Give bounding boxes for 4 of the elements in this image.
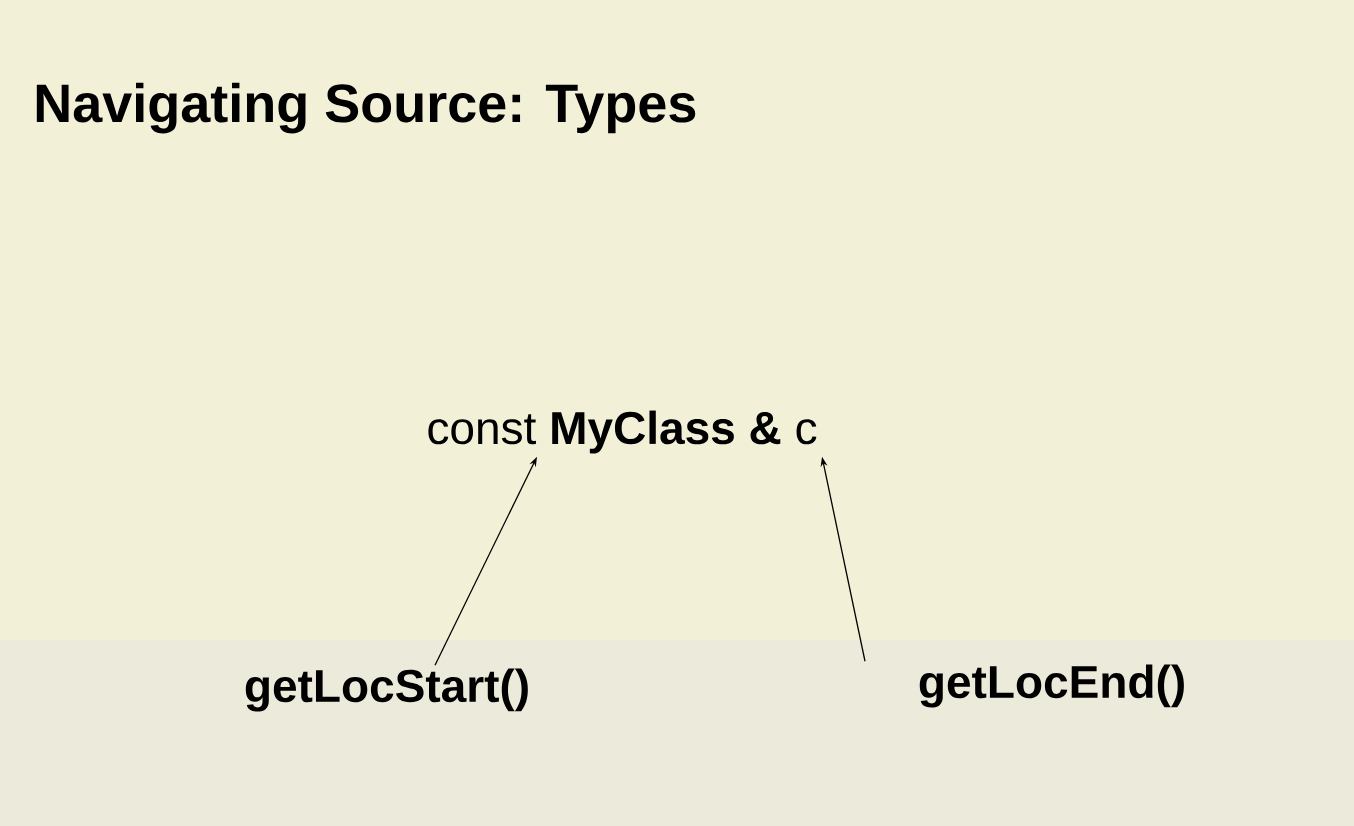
title: Navigating Source: Types bbox=[36, 82, 696, 134]
function-label: getLocStart() bbox=[245, 668, 528, 712]
code-text: const MyClass & c bbox=[428, 410, 817, 454]
function-label: getLocEnd() bbox=[919, 664, 1184, 708]
